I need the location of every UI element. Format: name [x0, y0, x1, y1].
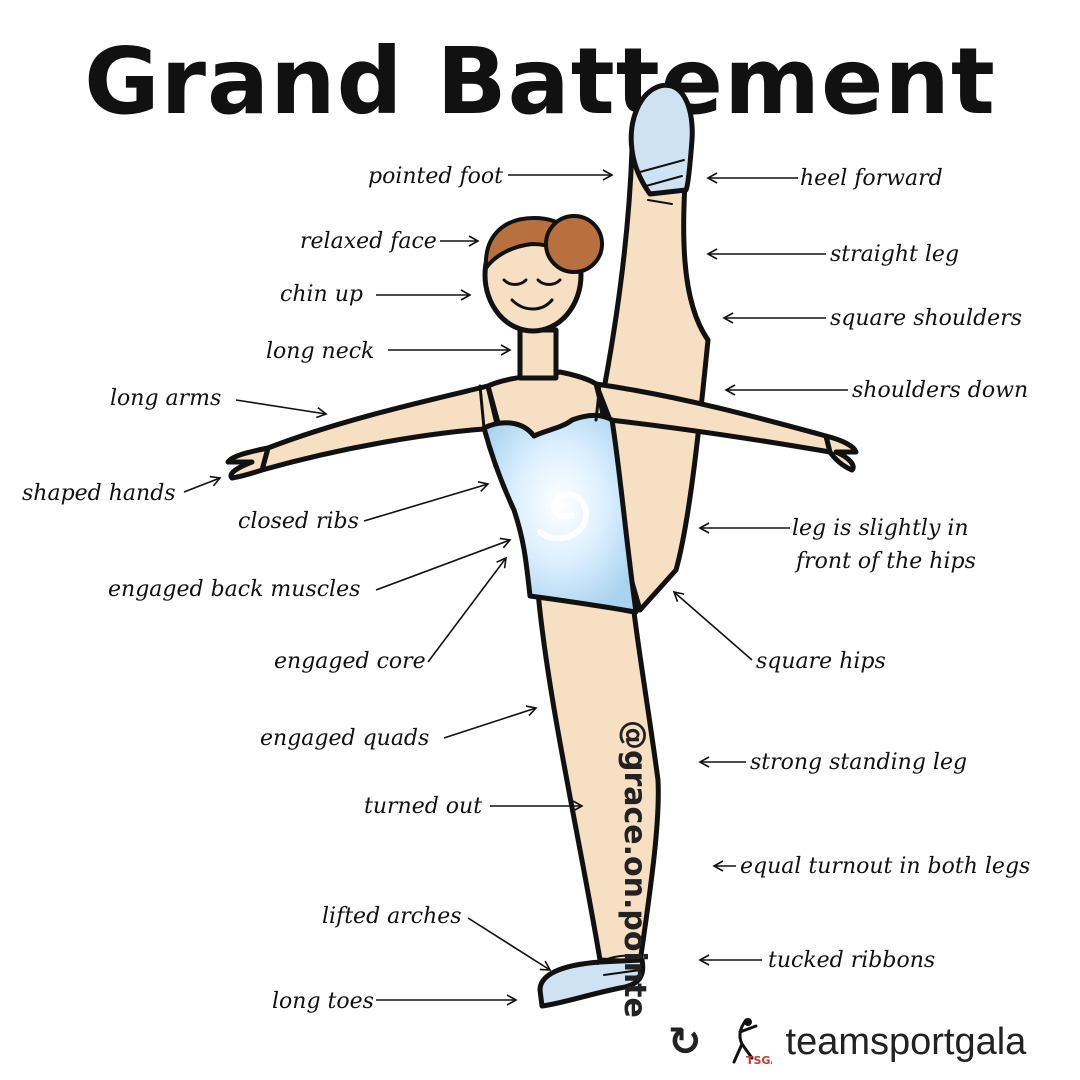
- label-shoulders-down: shoulders down: [852, 378, 1028, 403]
- label-leg-front-line2: front of the hips: [794, 549, 976, 574]
- page-title: Grand Battement: [84, 28, 996, 135]
- repost-icon: ↻: [668, 1019, 702, 1065]
- label-chin-up: chin up: [280, 282, 363, 307]
- repost-account-name[interactable]: teamsportgala: [785, 1020, 1027, 1063]
- label-straight-leg: straight leg: [830, 242, 959, 267]
- left-hand: [225, 445, 271, 481]
- label-group: pointed foot relaxed face chin up long n…: [22, 164, 1030, 1014]
- label-long-neck: long neck: [266, 339, 374, 364]
- annotations-left: [183, 169, 614, 1006]
- label-engaged-core: engaged core: [274, 649, 426, 674]
- label-engaged-back: engaged back muscles: [108, 577, 360, 602]
- label-lifted-arches: lifted arches: [322, 904, 462, 929]
- label-strong-standing-leg: strong standing leg: [750, 750, 967, 775]
- label-square-hips: square hips: [756, 649, 886, 674]
- label-turned-out: turned out: [364, 794, 482, 819]
- label-heel-forward: heel forward: [800, 166, 943, 191]
- standing-leg: [535, 589, 661, 965]
- ballerina-figure: [225, 82, 859, 1009]
- hair-bun: [544, 214, 604, 274]
- label-shaped-hands: shaped hands: [22, 481, 176, 506]
- label-long-arms: long arms: [110, 386, 221, 411]
- left-arm: [259, 383, 501, 473]
- artist-credit: @grace.on.pointe: [617, 720, 652, 1018]
- right-hand: [823, 433, 859, 473]
- label-closed-ribs: closed ribs: [238, 509, 359, 534]
- label-engaged-quads: engaged quads: [260, 726, 429, 751]
- neck: [517, 327, 559, 381]
- label-relaxed-face: relaxed face: [300, 229, 437, 254]
- tsga-logo-icon: TSGA: [732, 1018, 772, 1067]
- annotations-right: [672, 172, 848, 966]
- repost-attribution: ↻ TSGA teamsportgala: [668, 1012, 1026, 1072]
- label-long-toes: long toes: [272, 989, 374, 1014]
- label-square-shoulders: square shoulders: [830, 306, 1022, 331]
- label-pointed-foot: pointed foot: [368, 164, 503, 189]
- label-equal-turnout: equal turnout in both legs: [740, 854, 1030, 879]
- raised-pointe-shoe: [628, 82, 695, 197]
- label-leg-front-line1: leg is slightly in: [792, 516, 969, 541]
- tsga-logo-text: TSGA: [746, 1054, 772, 1067]
- label-tucked-ribbons: tucked ribbons: [768, 948, 935, 973]
- standing-pointe-shoe: [537, 957, 646, 1009]
